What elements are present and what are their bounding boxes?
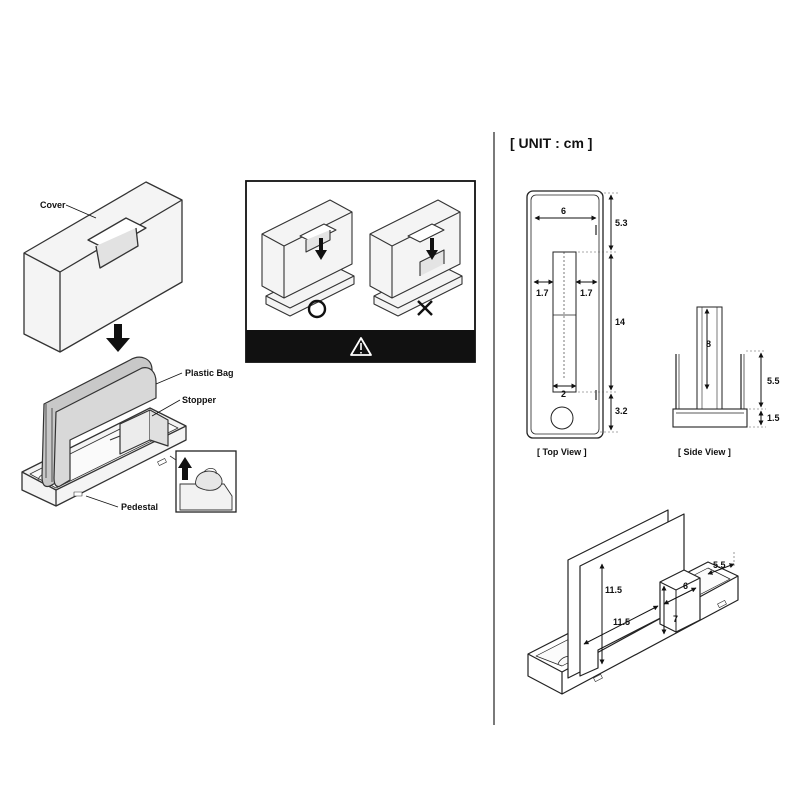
perspective-drawing xyxy=(527,509,739,695)
step-width-dim: 6 xyxy=(683,581,688,591)
assembly-illustration: Cover Plastic xyxy=(21,181,237,513)
correct-example xyxy=(261,199,355,317)
side-wall-height-dim: 5.5 xyxy=(767,376,780,386)
lift-up-arrow-icon xyxy=(178,457,192,480)
side-view-caption: [ Side View ] xyxy=(678,447,731,457)
top-right-gap-dim: 1.7 xyxy=(580,288,593,298)
bottom-gap-dim: 3.2 xyxy=(615,406,628,416)
plate-height-dim: 11.5 xyxy=(605,585,622,595)
cover-illustration xyxy=(23,181,183,353)
plastic-bag-label: Plastic Bag xyxy=(185,368,234,378)
assembly-down-arrow-icon xyxy=(106,324,130,352)
plastic-bag-leader xyxy=(155,372,183,385)
pedestal-leader xyxy=(85,495,119,508)
pedestal-label: Pedestal xyxy=(121,502,158,512)
unit-label: [ UNIT : cm ] xyxy=(510,135,592,151)
rear-width-dim: 5.5 xyxy=(713,560,726,570)
cover-label: Cover xyxy=(40,200,66,210)
top-width-dim: 6 xyxy=(561,206,566,216)
plate-length-dim: 11.5 xyxy=(613,617,630,627)
slot-length-dim: 14 xyxy=(615,317,625,327)
top-left-gap-dim: 1.7 xyxy=(536,288,549,298)
plastic-bag-illustration xyxy=(41,356,157,488)
side-base-height-dim: 1.5 xyxy=(767,413,780,423)
cover-leader xyxy=(65,204,97,219)
side-inner-height-dim: 8 xyxy=(706,339,711,349)
stopper-label: Stopper xyxy=(182,395,216,405)
side-view-drawing: 8 5.5 1.5 xyxy=(672,306,780,428)
step-height-dim: 7 xyxy=(673,614,678,624)
top-view-caption: [ Top View ] xyxy=(537,447,587,457)
correct-arrow-icon xyxy=(315,238,327,260)
stopper-illustration xyxy=(109,409,169,455)
top-view-drawing: 6 1.7 1.7 2 5.3 14 3.2 xyxy=(526,190,628,439)
stopper-leader xyxy=(151,399,181,417)
top-gap-dim: 5.3 xyxy=(615,218,628,228)
perspective-dimensions: 11.5 11.5 6 7 5.5 xyxy=(583,552,735,665)
wrong-mark-icon xyxy=(417,300,433,316)
warning-triangle-icon xyxy=(350,337,372,356)
insert-direction-panel: O X xyxy=(245,180,476,363)
correct-mark-icon xyxy=(307,299,327,319)
wrong-arrow-icon xyxy=(426,238,438,260)
stopper-removal-inset xyxy=(169,450,237,513)
top-slot-width-dim: 2 xyxy=(561,389,566,399)
wrong-example xyxy=(369,199,463,317)
